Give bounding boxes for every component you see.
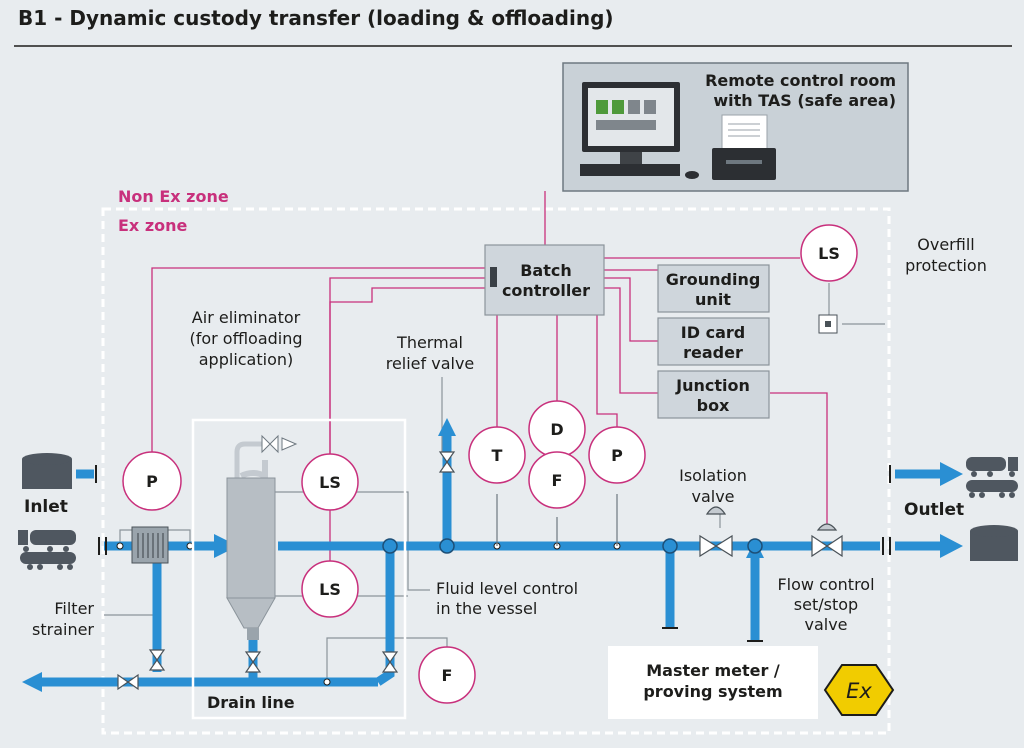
- flow-control-line1: Flow control: [777, 575, 874, 594]
- pressure-instrument-outlet: [588, 426, 646, 484]
- drain-valve-icon: [117, 649, 399, 691]
- outlet-tank-icon: [970, 525, 1018, 561]
- ex-hazard-icon: Ex: [823, 664, 895, 716]
- valves: [117, 451, 843, 691]
- air-elim-line1: Air eliminator: [192, 308, 301, 327]
- d-label: D: [550, 420, 563, 439]
- control-room: Remote control room with TAS (safe area): [562, 62, 909, 192]
- inlet-tank-icon: [22, 453, 72, 489]
- junction-line1: Junction: [675, 376, 750, 395]
- ex-symbol-text: Ex: [846, 679, 872, 703]
- ex-zone-label: Ex zone: [118, 216, 188, 235]
- grounding-line1: Grounding: [666, 270, 761, 289]
- flow-control-valve-icon: [811, 523, 843, 558]
- level-switch-overfill: [800, 224, 858, 282]
- master-line1: Master meter /: [646, 661, 780, 680]
- t-label: T: [492, 446, 503, 465]
- master-meter: Master meter / proving system: [608, 646, 818, 719]
- thermal-line2: relief valve: [386, 354, 475, 373]
- level-switch-top: [301, 453, 359, 511]
- control-room-line2: with TAS (safe area): [713, 91, 896, 110]
- ls-bottom-label: LS: [319, 580, 341, 599]
- isolation-line2: valve: [691, 487, 734, 506]
- p2-label: P: [611, 446, 623, 465]
- thermal-line1: Thermal: [396, 333, 463, 352]
- temperature-instrument: [468, 426, 526, 484]
- filter-line1: Filter: [54, 599, 94, 618]
- instrument-circles: [122, 224, 858, 704]
- page-title: B1 - Dynamic custody transfer (loading &…: [18, 6, 614, 30]
- grounding-line2: unit: [695, 290, 731, 309]
- fluid-level-line1: Fluid level control: [436, 579, 578, 598]
- id-card-reader: ID card reader: [657, 317, 770, 366]
- thermal-relief-valve-icon: [438, 451, 456, 473]
- instrument-labels: P LS LS T D F P LS F: [146, 244, 840, 685]
- flow-control-line2: set/stop: [794, 595, 858, 614]
- isolation-line1: Isolation: [679, 466, 747, 485]
- pipe-flanges: [95, 465, 891, 642]
- flow-instrument-main: [528, 451, 586, 509]
- annotation-labels: Overfill protection Air eliminator (for …: [32, 235, 987, 639]
- ls-top-label: LS: [319, 473, 341, 492]
- id-card-line2: reader: [683, 343, 743, 362]
- flow-arrows: [22, 418, 963, 692]
- signal-lines: [151, 191, 828, 568]
- air-elim-line3: application): [199, 350, 294, 369]
- filter-strainer: [131, 526, 169, 564]
- junction-line2: box: [697, 396, 730, 415]
- outlet-vehicles-icon: [966, 457, 1018, 498]
- control-room-line1: Remote control room: [705, 71, 896, 90]
- pressure-instrument-inlet: [122, 451, 182, 511]
- filter-line2: strainer: [32, 620, 94, 639]
- fluid-level-line2: in the vessel: [436, 599, 537, 618]
- air-elim-line2: (for offloading: [189, 329, 302, 348]
- flow-instrument-drain: [418, 646, 476, 704]
- flow-control-line3: valve: [804, 615, 847, 634]
- pipe-junctions: [382, 538, 763, 554]
- ls-overfill-label: LS: [818, 244, 840, 263]
- air-eliminator-vessel: [191, 418, 407, 720]
- isolation-valve-icon: [699, 506, 733, 558]
- outlet-label: Outlet: [904, 500, 964, 520]
- level-switch-bottom: [301, 560, 359, 618]
- f-main-label: F: [552, 471, 563, 490]
- grounding-unit: Grounding unit: [657, 264, 770, 313]
- junction-box: Junction box: [657, 370, 770, 419]
- overfill-line1: Overfill: [917, 235, 974, 254]
- instrument-stems: [496, 494, 618, 546]
- bold-labels: Inlet Outlet Drain line: [24, 497, 964, 712]
- overfill-sensor: [818, 314, 838, 334]
- batch-controller: Batch controller: [484, 244, 605, 316]
- computer-icon: [580, 82, 699, 179]
- air-eliminator-frame: [191, 418, 407, 720]
- drain-line-label: Drain line: [207, 693, 295, 712]
- printer-icon: [712, 114, 776, 180]
- inlet-vehicles-icon: [18, 530, 76, 570]
- id-card-line1: ID card: [681, 323, 745, 342]
- batch-controller-line1: Batch: [520, 261, 572, 280]
- batch-controller-line2: controller: [502, 281, 590, 300]
- p1-label: P: [146, 472, 158, 491]
- master-line2: proving system: [643, 682, 782, 701]
- non-ex-zone-label: Non Ex zone: [118, 187, 229, 206]
- inlet-label: Inlet: [24, 497, 68, 517]
- f-drain-label: F: [442, 666, 453, 685]
- overfill-line2: protection: [905, 256, 987, 275]
